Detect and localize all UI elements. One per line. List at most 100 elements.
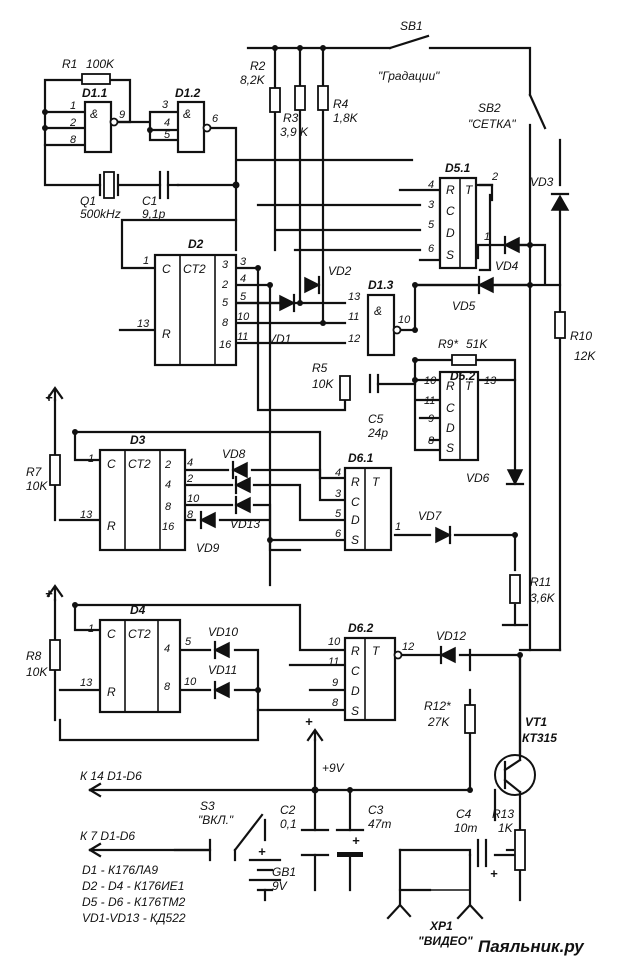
d4-c: C bbox=[107, 627, 116, 641]
counter-d3: D3 C R CT2 1 13 2 4 8 16 4 2 10 8 bbox=[80, 433, 200, 552]
crystal-q1: Q1 500kHz bbox=[80, 171, 121, 221]
vd4-label: VD4 bbox=[495, 259, 519, 273]
vd7-label: VD7 bbox=[418, 509, 443, 523]
d3-out-8: 8 bbox=[187, 509, 194, 521]
diode-vd3: VD3 bbox=[530, 175, 570, 211]
vd8-label: VD8 bbox=[222, 447, 246, 461]
vd12-label: VD12 bbox=[436, 629, 466, 643]
d5-1-r: R bbox=[446, 183, 455, 197]
d5-2-pin-d: 9 bbox=[428, 413, 434, 425]
resistor-r11: R11 3,6K bbox=[501, 574, 556, 627]
r8-ref: R8 bbox=[26, 649, 42, 663]
d2-out-3: 3 bbox=[240, 256, 247, 268]
d5-1-d: D bbox=[446, 226, 455, 240]
d1-1-pin-in2: 2 bbox=[69, 117, 76, 129]
d3-pin-8: 8 bbox=[165, 501, 172, 513]
d2-r: R bbox=[162, 327, 171, 341]
d6-2-c: C bbox=[351, 664, 360, 678]
resistor-r2: R2 8,2K bbox=[240, 59, 281, 113]
d2-out-5: 5 bbox=[240, 291, 247, 303]
diode-vd7: VD7 bbox=[418, 509, 452, 545]
supply-voltage: +9V bbox=[322, 761, 345, 775]
d2-label: D2 bbox=[188, 237, 204, 251]
arrow-7-label: К 7 D1-D6 bbox=[80, 829, 135, 843]
vd9-label: VD9 bbox=[196, 541, 220, 555]
d4-out-10: 10 bbox=[184, 676, 197, 688]
trigger-d5-2: D5.2 R C D S T 10 11 9 8 13 bbox=[424, 369, 497, 462]
capacitor-c1: C1 9,1p bbox=[142, 170, 180, 221]
r7-ref: R7 bbox=[26, 465, 43, 479]
c1-ref: C1 bbox=[142, 194, 157, 208]
d3-out-4: 4 bbox=[187, 457, 193, 469]
diode-vd9: VD9 bbox=[196, 510, 220, 555]
gb1-value: 9V bbox=[272, 879, 288, 893]
d5-1-t: T bbox=[465, 183, 474, 197]
r5-ref: R5 bbox=[312, 361, 328, 375]
d6-2-t: T bbox=[372, 644, 381, 658]
d2-out-11: 11 bbox=[237, 331, 248, 343]
d3-c: C bbox=[107, 457, 116, 471]
gate-d1-2: D1.2 & 3 4 5 6 bbox=[162, 86, 219, 154]
resistor-r10: R10 12K bbox=[554, 311, 596, 363]
vd11-label: VD11 bbox=[208, 663, 237, 677]
xp1-ref: XP1 bbox=[429, 919, 453, 933]
gb1-plus: + bbox=[258, 844, 266, 859]
r13-value: 1K bbox=[498, 821, 514, 835]
d1-1-pin-in3: 8 bbox=[70, 134, 77, 146]
d3-pin-c: 1 bbox=[88, 453, 94, 465]
trigger-d5-1: D5.1 R C D S T 4 3 5 6 2 1 bbox=[428, 161, 498, 270]
legend: D1 - К176ЛА9 D2 - D4 - К176ИЕ1 D5 - D6 -… bbox=[82, 863, 186, 925]
d3-pin-16: 16 bbox=[162, 521, 175, 533]
d6-2-pin-c: 11 bbox=[328, 656, 339, 668]
d4-pin-4: 4 bbox=[164, 643, 170, 655]
resistor-r12: R12* 27K bbox=[424, 699, 476, 734]
d5-2-pin-c: 11 bbox=[424, 395, 435, 407]
resistor-r8: + R8 10K bbox=[26, 584, 64, 679]
d4-r: R bbox=[107, 685, 116, 699]
xp1-value: "ВИДЕО" bbox=[418, 934, 473, 948]
r1-value: 100K bbox=[86, 57, 115, 71]
d1-1-label: D1.1 bbox=[82, 86, 108, 100]
resistor-r1: R1 100K bbox=[62, 57, 115, 85]
d5-1-label: D5.1 bbox=[445, 161, 471, 175]
r9-value: 51K bbox=[466, 337, 488, 351]
r3-value: 3,9 K bbox=[280, 125, 309, 139]
d1-3-pin-11: 11 bbox=[348, 311, 359, 323]
d6-2-s: S bbox=[351, 704, 359, 718]
vd10-label: VD10 bbox=[208, 625, 238, 639]
legend-line-3: D5 - D6 - К176ТМ2 bbox=[82, 895, 186, 909]
d2-out-10: 10 bbox=[237, 311, 250, 323]
d6-1-label: D6.1 bbox=[348, 451, 374, 465]
q1-value: 500kHz bbox=[80, 207, 121, 221]
r10-value: 12K bbox=[574, 349, 596, 363]
capacitor-c3: C3 47m + bbox=[335, 803, 391, 857]
r7-plus: + bbox=[45, 390, 53, 405]
c4-ref: C4 bbox=[456, 807, 472, 821]
c3-value: 47m bbox=[368, 817, 391, 831]
d5-2-d: D bbox=[446, 421, 455, 435]
d6-1-c: C bbox=[351, 495, 360, 509]
r11-value: 3,6K bbox=[530, 591, 556, 605]
r9-ref: R9* bbox=[438, 337, 458, 351]
capacitor-c4: C4 10m + bbox=[454, 807, 498, 881]
gate-d1-1: D1.1 & 1 2 8 9 bbox=[69, 86, 125, 154]
connector-xp1: XP1 "ВИДЕО" bbox=[386, 848, 484, 948]
junctions bbox=[42, 45, 533, 794]
d3-pin-4: 4 bbox=[165, 479, 171, 491]
diode-vd5: VD5 bbox=[452, 275, 494, 313]
r12-value: 27K bbox=[427, 715, 450, 729]
resistor-r9: R9* 51K bbox=[438, 337, 488, 366]
d1-1-pin-out: 9 bbox=[119, 109, 125, 121]
resistor-r5: R5 10K bbox=[312, 361, 351, 401]
d2-pin-4: 8 bbox=[222, 317, 229, 329]
d1-2-pin-in1: 3 bbox=[162, 99, 169, 111]
d2-pin-r: 13 bbox=[137, 318, 150, 330]
c3-ref: C3 bbox=[368, 803, 384, 817]
d1-3-symbol: & bbox=[374, 304, 382, 318]
s3-value: "ВКЛ." bbox=[198, 813, 234, 827]
r10-ref: R10 bbox=[570, 329, 592, 343]
r4-value: 1,8K bbox=[333, 111, 359, 125]
diode-vd10: VD10 bbox=[208, 625, 238, 660]
d6-1-s: S bbox=[351, 533, 359, 547]
resistor-r3: R3 3,9 K bbox=[280, 85, 309, 139]
